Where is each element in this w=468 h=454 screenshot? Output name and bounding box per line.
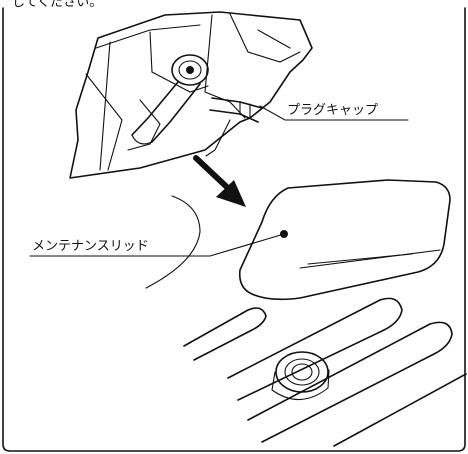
frame-border <box>2 7 466 452</box>
top-instruction-text: してください。 <box>12 0 102 10</box>
plug-cap-leader <box>259 105 409 121</box>
floor-grooves <box>183 297 467 447</box>
plug-cap-dot <box>186 66 194 74</box>
plug-cap-top <box>171 54 209 86</box>
maintenance-lid <box>238 179 451 301</box>
maintenance-lid-outline <box>238 179 451 301</box>
plug-cap-label: プラグキャップ <box>287 103 378 118</box>
direction-arrow <box>193 155 246 207</box>
maintenance-lid-label: メンテナンスリッド <box>32 239 149 254</box>
maintenance-lid-leader <box>29 233 285 257</box>
floor-drain <box>275 351 329 393</box>
engine-detail <box>69 11 313 179</box>
